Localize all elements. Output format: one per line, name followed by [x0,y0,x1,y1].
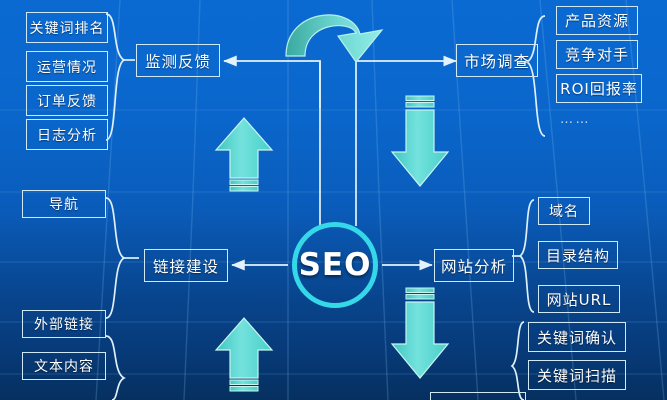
node-order-feedback[interactable]: 订单反馈 [26,85,108,116]
node-product-resources[interactable]: 产品资源 [556,6,638,35]
node-website-url[interactable]: 网站URL [538,285,620,313]
node-competitors[interactable]: 竞争对手 [556,40,638,69]
node-site-analysis[interactable]: 网站分析 [434,249,514,282]
seo-center-node[interactable]: SEO [292,222,378,308]
node-navigation[interactable]: 导航 [22,190,106,218]
node-keyword-ranking[interactable]: 关键词排名 [26,12,108,43]
node-link-building[interactable]: 链接建设 [144,249,228,282]
market-research-ellipsis: …… [560,112,591,127]
node-roi-rate[interactable]: ROI回报率 [556,74,642,103]
down-arrow-upper [390,95,450,187]
node-bottom-partial[interactable] [430,392,526,400]
node-log-analysis[interactable]: 日志分析 [26,119,108,150]
node-keyword-scan[interactable]: 关键词扫描 [528,360,626,390]
down-arrow-lower [390,287,450,379]
node-operation-status[interactable]: 运营情况 [26,51,108,82]
up-arrow-lower [214,317,274,392]
node-monitor-feedback[interactable]: 监测反馈 [136,44,220,77]
up-arrow-upper [214,117,274,192]
arc-arrow-top [285,14,384,63]
node-market-research[interactable]: 市场调查 [456,44,538,77]
node-external-links[interactable]: 外部链接 [22,310,106,338]
node-keyword-confirm[interactable]: 关键词确认 [528,322,626,352]
node-directory-structure[interactable]: 目录结构 [538,241,618,269]
seo-center-label: SEO [298,247,372,283]
node-text-content[interactable]: 文本内容 [22,352,106,380]
node-domain-name[interactable]: 域名 [538,197,590,225]
